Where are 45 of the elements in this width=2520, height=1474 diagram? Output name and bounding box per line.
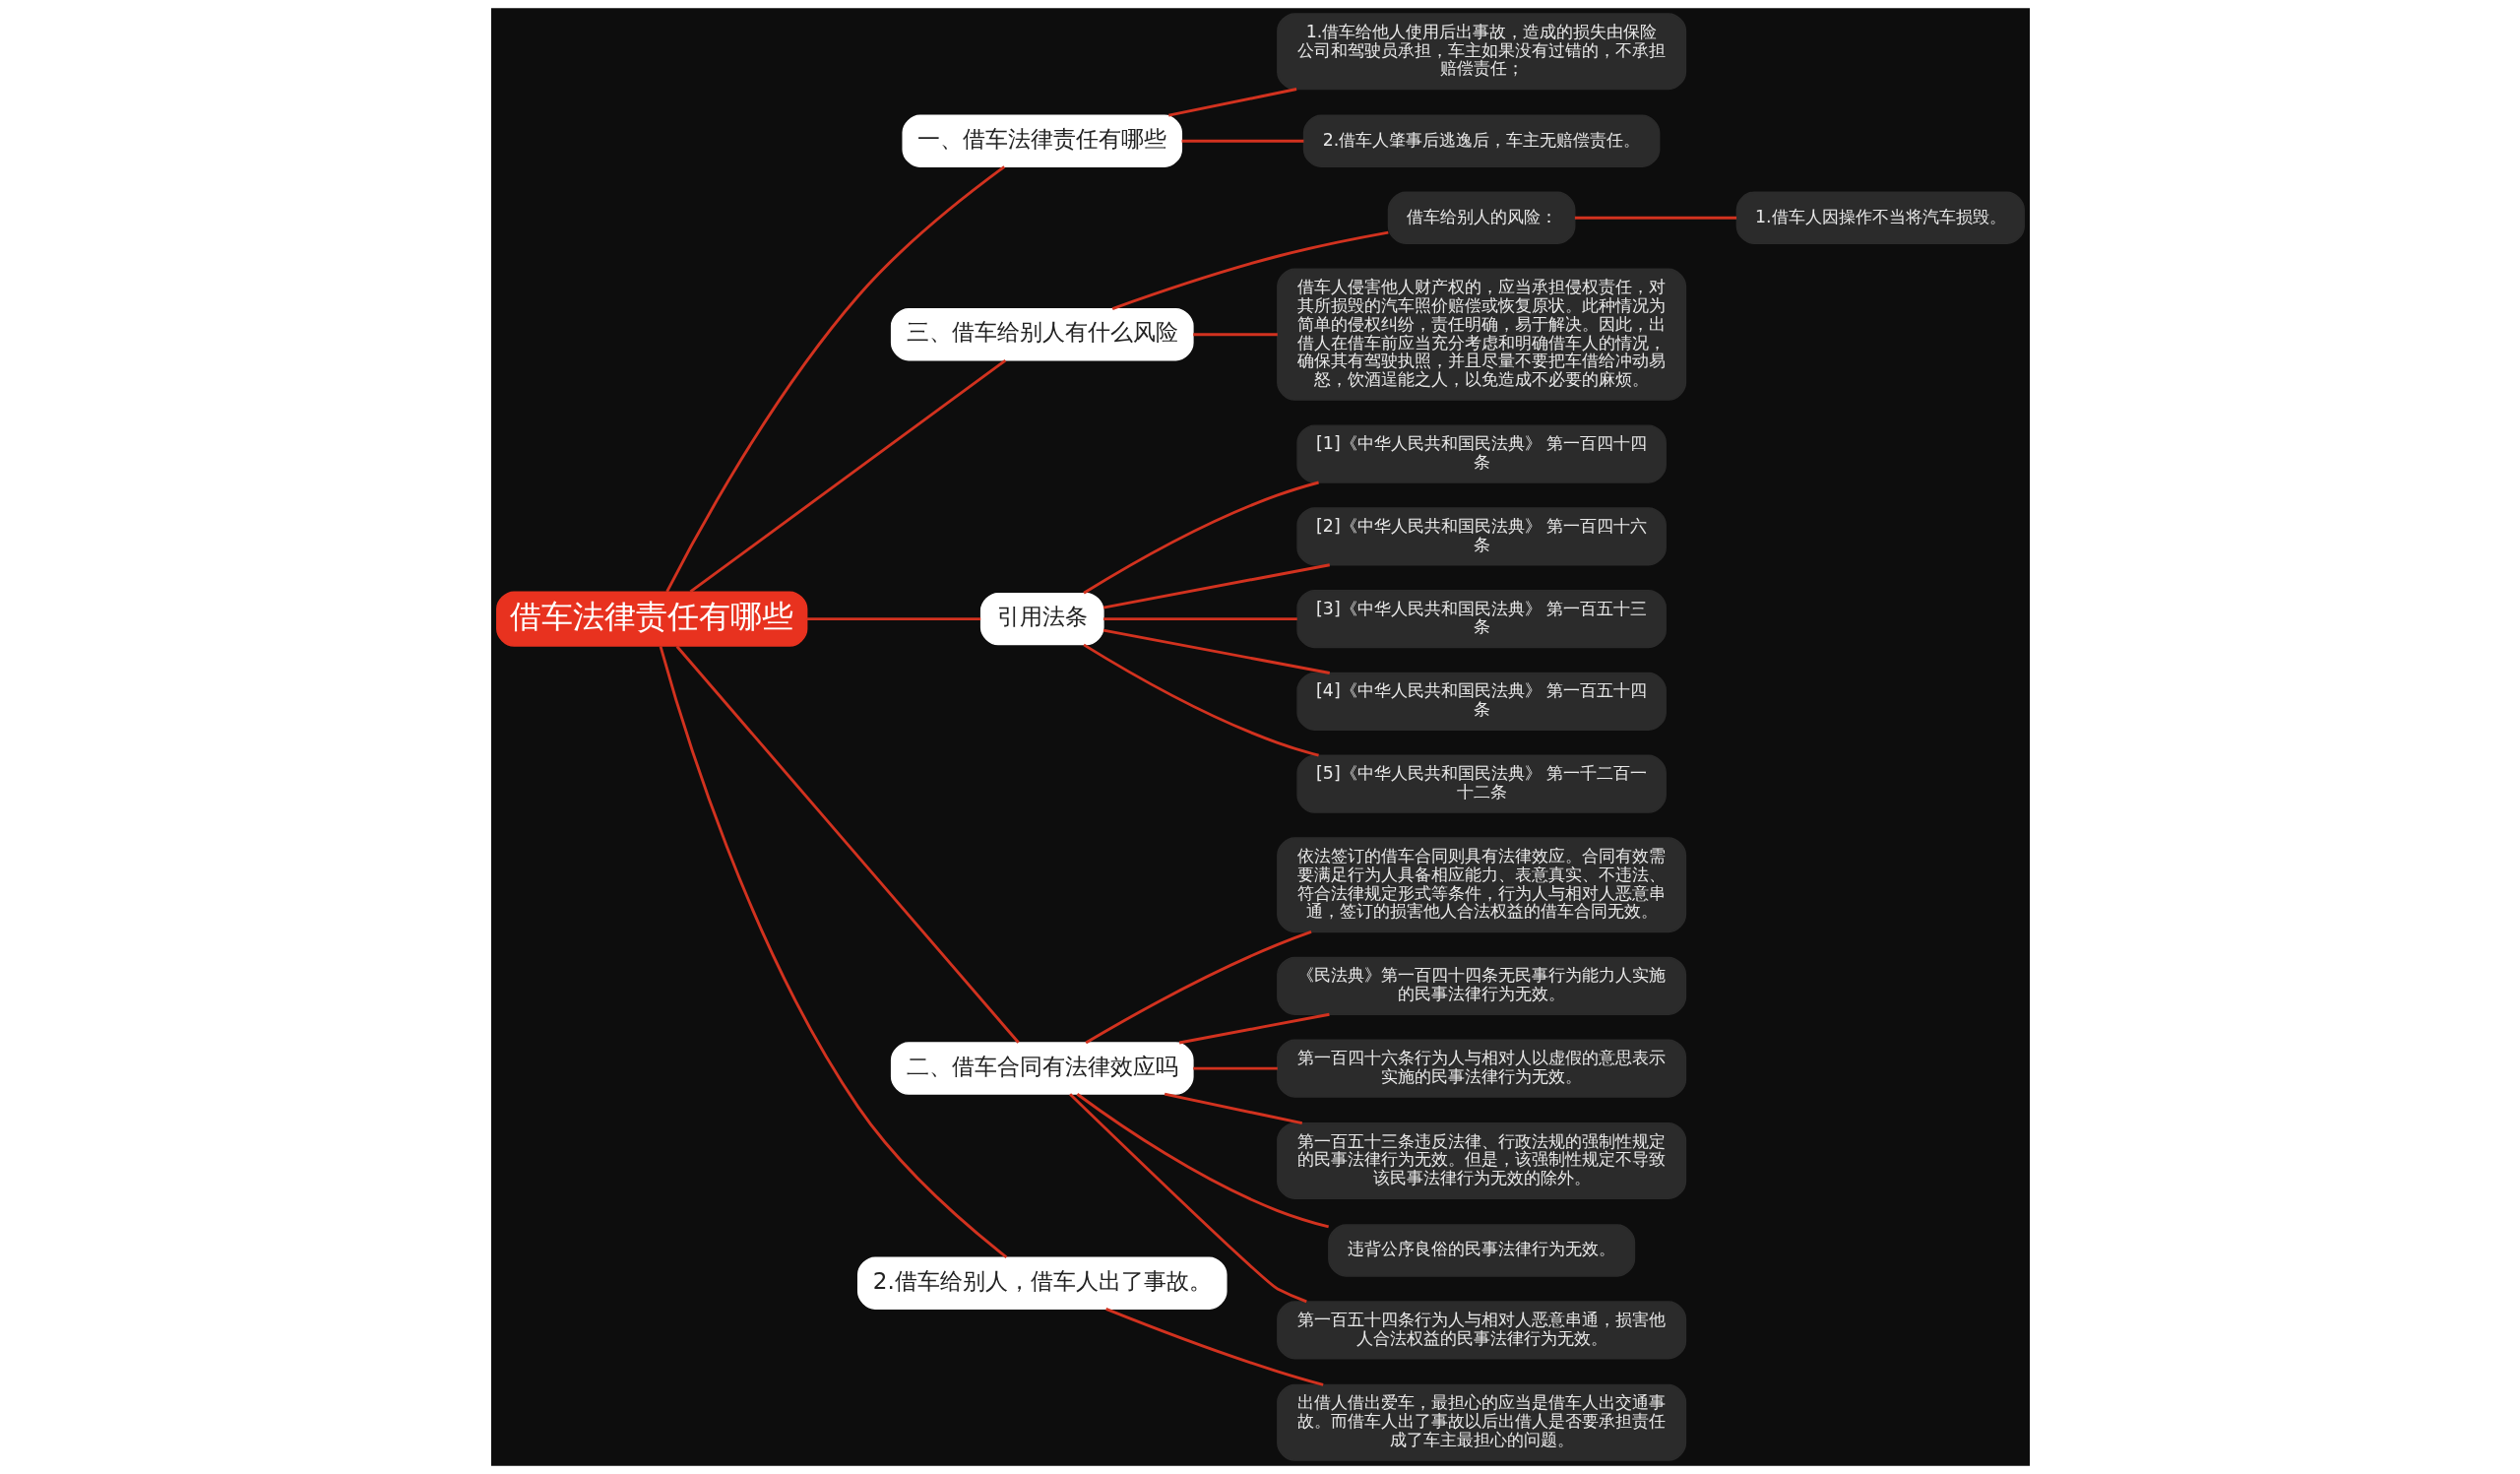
node-box: [4]《中华人民共和国民法典》 第一百五十四条 bbox=[1295, 672, 1667, 731]
connector bbox=[1068, 1093, 1307, 1304]
connector bbox=[689, 358, 1006, 594]
node-box: 出借人借出爱车，最担心的应当是借车人出交通事故。而借车人出了事故以后出借人是否要承担责任成了车主最担心的问题。 bbox=[1276, 1383, 1686, 1461]
node-box: 第一百五十三条违反法律、行政法规的强制性规定的民事法律行为无效。但是，该强制性规定不导致该民事法律行为无效的除外。 bbox=[1276, 1122, 1686, 1199]
connector bbox=[1082, 643, 1319, 757]
node-box: 借车人侵害他人财产权的，应当承担侵权责任，对其所损毁的汽车照价赔偿或恢复原状。此种情况为简单的侵权纠纷，责任明确，易于解决。因此，出借人在借车前应当充分考虑和明确借车人的情况，确保其有驾驶执照，并且尽量不要把车借给冲动易怒，饮酒逞能之人，以免造成不必要的麻烦。 bbox=[1276, 268, 1686, 401]
connector bbox=[1104, 1307, 1324, 1386]
node-box: 三、借车给别人有什么风险 bbox=[890, 307, 1194, 361]
connector bbox=[1082, 481, 1319, 595]
connector bbox=[1164, 1092, 1302, 1125]
node-box: 1.借车给他人使用后出事故，造成的损失由保险公司和驾驶员承担，车主如果没有过错的，不承担赔偿责任； bbox=[1276, 13, 1686, 91]
node-box: 一、借车法律责任有哪些 bbox=[902, 114, 1182, 167]
node-box: [2]《中华人民共和国民法典》 第一百四十六条 bbox=[1295, 507, 1667, 566]
node-box: 借车给别人的风险： bbox=[1387, 191, 1575, 244]
connector bbox=[1102, 628, 1330, 674]
connector bbox=[1181, 139, 1303, 143]
connector bbox=[1192, 1066, 1278, 1070]
node-box: [5]《中华人民共和国民法典》 第一千二百一十二条 bbox=[1295, 754, 1667, 813]
node-box: 引用法条 bbox=[979, 592, 1104, 646]
node-box: 2.借车给别人，借车人出了事故。 bbox=[856, 1256, 1228, 1310]
node-box: 依法签订的借车合同则具有法律效应。合同有效需要满足行为人具备相应能力、表意真实、不违法、符合法律规定形式等条件，行为人与相对人恶意串通，签订的损害他人合法权益的借车合同无效。 bbox=[1276, 837, 1686, 933]
node-box: 《民法典》第一百四十四条无民事行为能力人实施的民事法律行为无效。 bbox=[1276, 956, 1686, 1015]
connector bbox=[675, 645, 1020, 1044]
node-box: [3]《中华人民共和国民法典》 第一百五十三条 bbox=[1295, 590, 1667, 649]
connector bbox=[1111, 230, 1389, 310]
connector bbox=[806, 617, 980, 621]
connector bbox=[659, 645, 1007, 1258]
connector bbox=[664, 165, 1005, 593]
node-box: 2.借车人肇事后逃逸后，车主无赔偿责任。 bbox=[1302, 114, 1660, 167]
connector bbox=[1076, 1093, 1329, 1229]
connector bbox=[1102, 563, 1330, 609]
connector bbox=[1192, 333, 1278, 337]
node-box: [1]《中华人民共和国民法典》 第一百四十四条 bbox=[1295, 424, 1667, 483]
connector bbox=[1167, 88, 1296, 117]
node-box: 第一百四十六条行为人与相对人以虚假的意思表示实施的民事法律行为无效。 bbox=[1276, 1039, 1686, 1098]
node-box: 1.借车人因操作不当将汽车损毁。 bbox=[1735, 191, 2025, 244]
connector bbox=[1084, 930, 1312, 1045]
node-box: 违背公序良俗的民事法律行为无效。 bbox=[1327, 1224, 1635, 1277]
node-box: 二、借车合同有法律效应吗 bbox=[890, 1042, 1194, 1095]
node-box: 第一百五十四条行为人与相对人恶意串通，损害他人合法权益的民事法律行为无效。 bbox=[1276, 1301, 1686, 1360]
connector bbox=[1574, 216, 1736, 220]
connector bbox=[1178, 1012, 1330, 1045]
connector bbox=[1102, 617, 1297, 621]
node-box: 借车法律责任有哪些 bbox=[495, 591, 807, 647]
